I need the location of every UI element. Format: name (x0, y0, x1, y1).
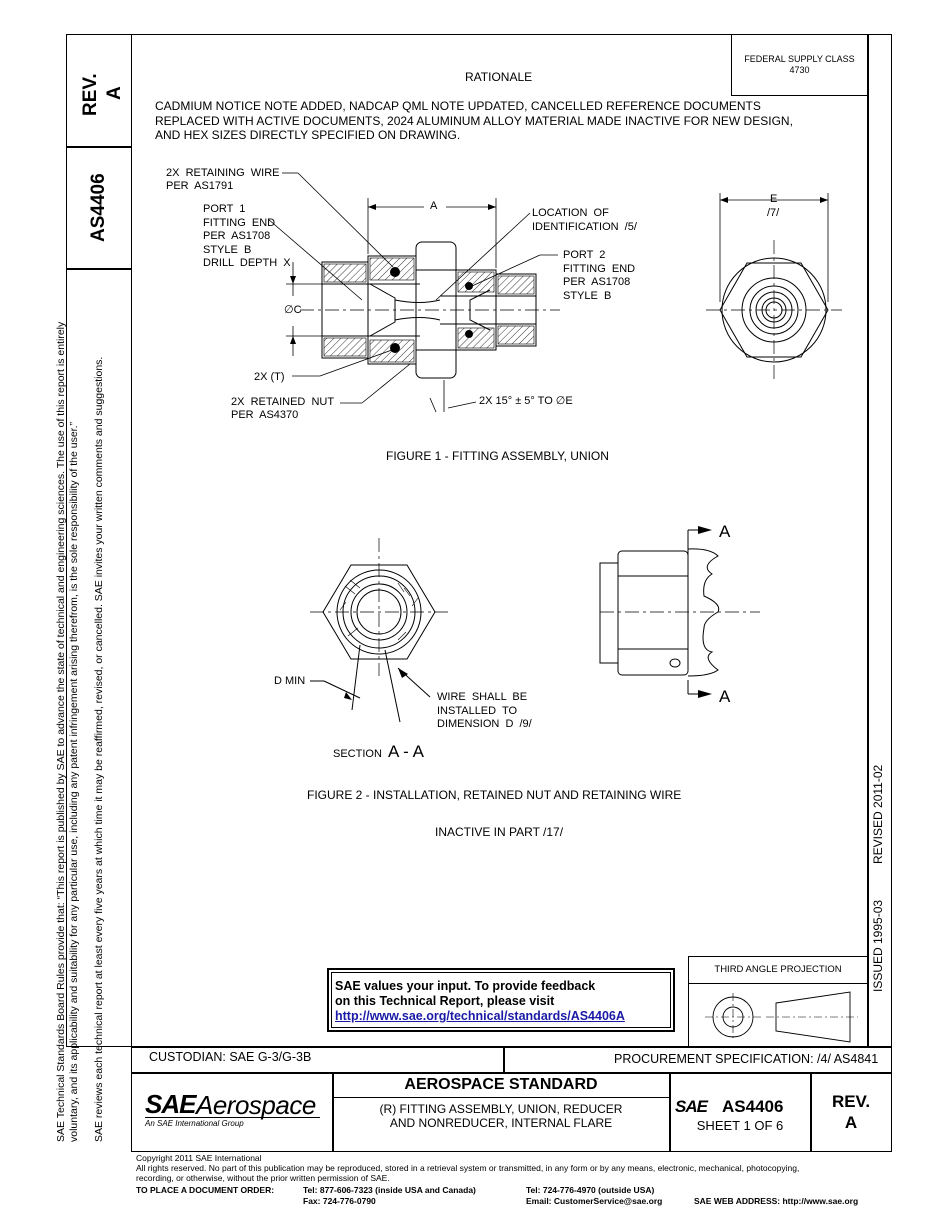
footer-tel-usa: Tel: 877-606-7323 (inside USA and Canada… (303, 1185, 476, 1195)
feedback-line-2: on this Technical Report, please visit (335, 994, 555, 1008)
footer-copyright: Copyright 2011 SAE International (136, 1153, 262, 1163)
standard-type: AEROSPACE STANDARD (404, 1076, 598, 1093)
sae-logo: SAE (145, 1089, 196, 1119)
footer-rights-1: All rights reserved. No part of this pub… (136, 1163, 800, 1173)
left-strip-frame (66, 34, 132, 1047)
section-letters: A - A (388, 742, 424, 761)
rationale-title: RATIONALE (465, 70, 533, 84)
section-arrow-label-bottom: A (719, 687, 731, 706)
left-strip-divider-2 (66, 268, 132, 270)
label-angle-note: 2X 15° ± 5° TO ∅E (479, 395, 573, 407)
label-retained-nut: 2X RETAINED NUT PER AS4370 (231, 396, 335, 421)
supply-class-label: FEDERAL SUPPLY CLASS (744, 54, 855, 64)
title-block-mid-line (131, 1072, 892, 1074)
title-divider (669, 1072, 671, 1152)
footer-fax: Fax: 724-776-0790 (303, 1196, 376, 1206)
sheet-number: SHEET 1 OF 6 (696, 1118, 784, 1133)
sae-logo-rule (145, 1117, 320, 1118)
document-title-line-1: (R) FITTING ASSEMBLY, UNION, REDUCER (379, 1102, 623, 1116)
rev-divider (810, 1072, 812, 1152)
label-dim-a: A (430, 200, 438, 212)
label-location-id: LOCATION OF IDENTIFICATION /5/ (532, 207, 637, 233)
title-block-doc-number: AS4406 (722, 1097, 784, 1116)
footer-tel-outside: Tel: 724-776-4970 (outside USA) (526, 1185, 655, 1195)
feedback-box-inner (331, 972, 671, 1028)
logo-divider (332, 1072, 334, 1152)
label-d-min: D MIN (274, 675, 306, 687)
title-block-top-line (131, 1046, 892, 1048)
procurement-spec: PROCUREMENT SPECIFICATION: /4/ AS4841 (614, 1052, 879, 1066)
left-strip-divider-1 (66, 146, 132, 148)
footer-web-address: SAE WEB ADDRESS: http://www.sae.org (694, 1196, 859, 1206)
figure2-caption: FIGURE 2 - INSTALLATION, RETAINED NUT AN… (307, 788, 682, 802)
custodian: CUSTODIAN: SAE G-3/G-3B (149, 1050, 312, 1064)
label-port-2: PORT 2 FITTING END PER AS1708 STYLE B (563, 249, 636, 302)
label-port-1: PORT 1 FITTING END PER AS1708 STYLE B DR… (203, 203, 291, 269)
projection-box (688, 956, 868, 1047)
supply-class-value: 4730 (789, 65, 810, 75)
footer-email: Email: CustomerService@sae.org (526, 1196, 663, 1206)
projection-divider (688, 983, 868, 984)
label-wire-note: WIRE SHALL BE INSTALLED TO DIMENSION D /… (437, 691, 532, 730)
feedback-box (327, 968, 675, 1032)
title-block-rev-label: REV. (831, 1092, 871, 1111)
inactive-note: INACTIVE IN PART /17/ (435, 825, 564, 839)
label-dia-c: ∅C (284, 304, 302, 316)
section-arrow-label-top: A (719, 522, 731, 541)
sae-logo-subtitle: An SAE International Group (145, 1119, 244, 1128)
label-retaining-wire: 2X RETAINING WIRE PER AS1791 (166, 167, 280, 192)
feedback-url-link[interactable]: http://www.sae.org/technical/standards/A… (335, 1009, 625, 1023)
rationale-line-2: REPLACED WITH ACTIVE DOCUMENTS, 2024 ALU… (155, 114, 793, 128)
label-dim-e: E (770, 193, 778, 205)
label-dim-e-note: /7/ (767, 207, 780, 219)
supply-class-box (731, 34, 868, 96)
title-block-rev-value: A (844, 1113, 858, 1132)
footer-order-label: TO PLACE A DOCUMENT ORDER: (136, 1185, 275, 1195)
std-type-underline (332, 1097, 670, 1098)
footer-rights-2: recording, or otherwise, without the pri… (136, 1173, 390, 1183)
section-label: SECTION (333, 748, 382, 760)
main-frame (131, 34, 892, 1152)
sae-small-logo: SAE (675, 1097, 708, 1116)
rationale-line-3: AND HEX SIZES DIRECTLY SPECIFIED ON DRAW… (155, 128, 461, 142)
document-title-line-2: AND NONREDUCER, INTERNAL FLARE (389, 1116, 613, 1130)
label-2x-t: 2X (T) (254, 371, 285, 383)
right-strip-divider (867, 34, 869, 1047)
sae-logo-aerospace: Aerospace (196, 1090, 316, 1120)
feedback-line-1: SAE values your input. To provide feedba… (335, 979, 596, 993)
projection-label: THIRD ANGLE PROJECTION (714, 964, 842, 975)
rationale-line-1: CADMIUM NOTICE NOTE ADDED, NADCAP QML NO… (155, 99, 761, 113)
figure1-caption: FIGURE 1 - FITTING ASSEMBLY, UNION (386, 449, 609, 463)
custodian-divider (503, 1046, 505, 1073)
